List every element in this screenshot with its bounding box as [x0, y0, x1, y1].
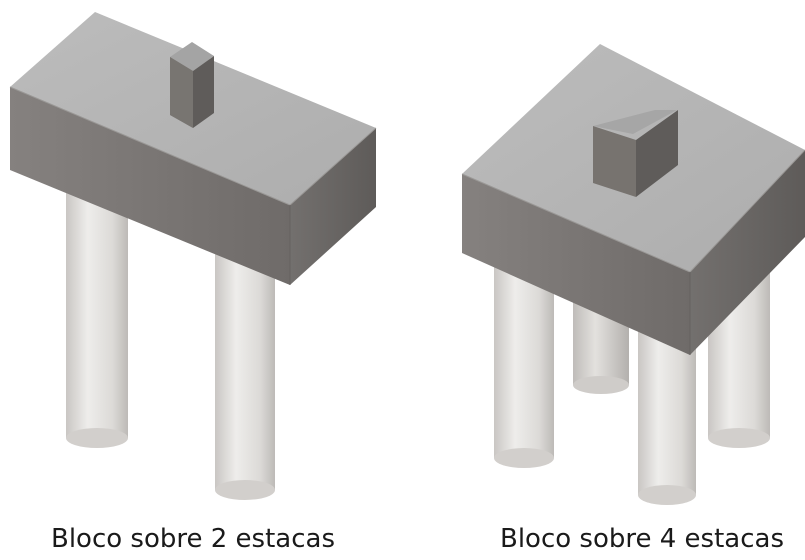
cap-side-face [690, 150, 805, 355]
cap-side-face [290, 128, 376, 285]
pile-right [215, 240, 275, 500]
caption-4-piles: Bloco sobre 4 estacas [499, 524, 785, 554]
pile-left [66, 188, 128, 448]
cap-front-face [10, 87, 290, 285]
pile-front-left [494, 250, 554, 468]
column-4 [593, 110, 678, 197]
pile-caps-illustration [9, 12, 805, 505]
caption-2-piles: Bloco sobre 2 estacas [50, 524, 336, 554]
block-on-2-piles [9, 12, 377, 500]
column-2 [170, 42, 214, 128]
block-on-4-piles [461, 44, 805, 505]
cap-front-face [462, 174, 690, 355]
